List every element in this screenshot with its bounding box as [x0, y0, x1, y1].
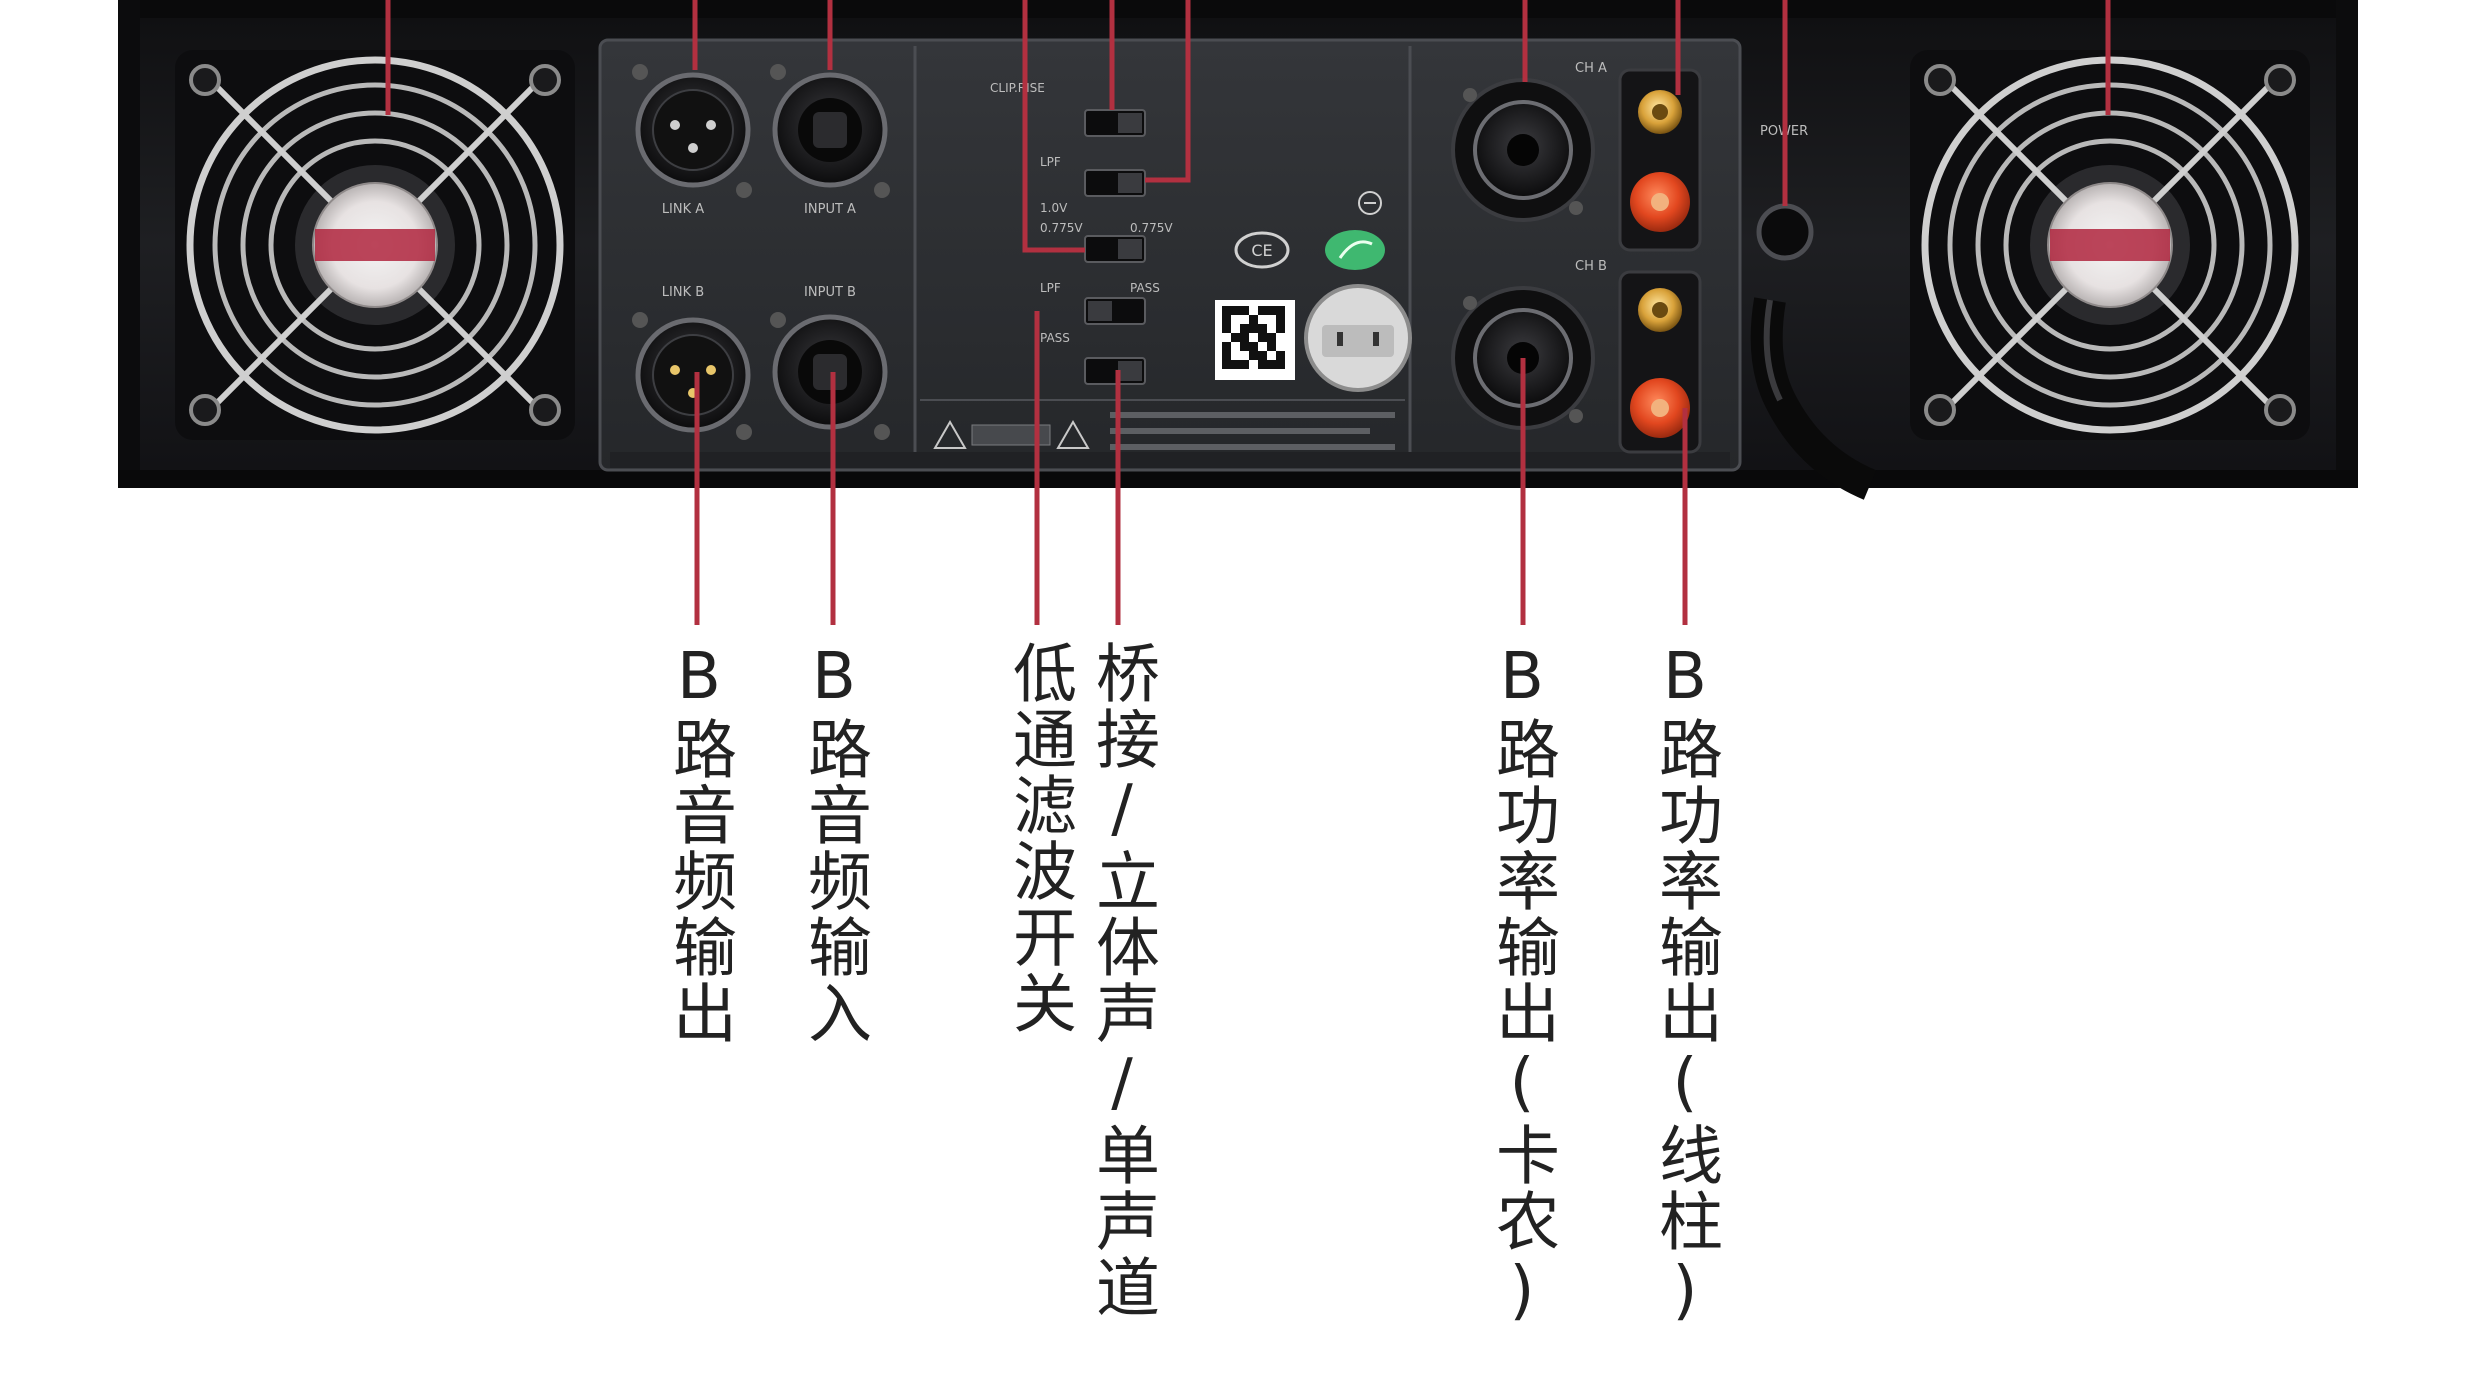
- svg-text:CLIP.RISE: CLIP.RISE: [990, 81, 1045, 95]
- svg-text:CE: CE: [1251, 241, 1272, 260]
- svg-text:0.775V: 0.775V: [1040, 221, 1083, 235]
- svg-text:PASS: PASS: [1040, 331, 1070, 345]
- svg-text:LINK A: LINK A: [662, 202, 704, 217]
- ch-a-speakon-output[interactable]: [1453, 80, 1593, 220]
- ac-power-socket[interactable]: [1306, 286, 1410, 390]
- qr-code-label: [1215, 300, 1295, 380]
- callout-b-power-output-speakon: B路功率输出(卡农): [1483, 640, 1557, 1330]
- svg-text:PASS: PASS: [1130, 281, 1160, 295]
- svg-text:0.775V: 0.775V: [1130, 221, 1173, 235]
- eco-green-logo: [1325, 230, 1385, 270]
- svg-text:CH A: CH A: [1575, 61, 1607, 76]
- callout-b-audio-input: B路音频输入: [795, 640, 869, 1046]
- svg-text:1.0V: 1.0V: [1040, 201, 1068, 215]
- power-reset-button[interactable]: [1759, 206, 1811, 258]
- svg-text:LINK B: LINK B: [662, 285, 704, 300]
- bridge-stereo-mono-switch[interactable]: [1085, 358, 1145, 384]
- ch-a-binding-posts[interactable]: [1620, 70, 1700, 250]
- svg-text:LPF: LPF: [1040, 155, 1061, 169]
- sensitivity-switch[interactable]: [1085, 236, 1145, 262]
- svg-text:CH B: CH B: [1575, 259, 1607, 274]
- cooling-fan-left: [175, 50, 575, 440]
- svg-text:LPF: LPF: [1040, 281, 1061, 295]
- ch-b-binding-posts[interactable]: [1620, 272, 1700, 452]
- lowpass-filter-switch[interactable]: [1085, 298, 1145, 324]
- lpf-frequency-switch[interactable]: [1085, 170, 1145, 196]
- callout-bridge-stereo-mono: 桥接/立体声/单声道: [1083, 640, 1157, 1320]
- callout-lowpass-filter-switch: 低通滤波开关: [1000, 640, 1074, 1036]
- callout-b-power-output-binding-post: B路功率输出(线柱): [1646, 640, 1720, 1330]
- svg-text:INPUT B: INPUT B: [804, 285, 856, 300]
- clip-limiter-switch[interactable]: [1085, 110, 1145, 136]
- callout-b-audio-output: B路音频输出: [660, 640, 734, 1046]
- svg-text:INPUT A: INPUT A: [804, 202, 856, 217]
